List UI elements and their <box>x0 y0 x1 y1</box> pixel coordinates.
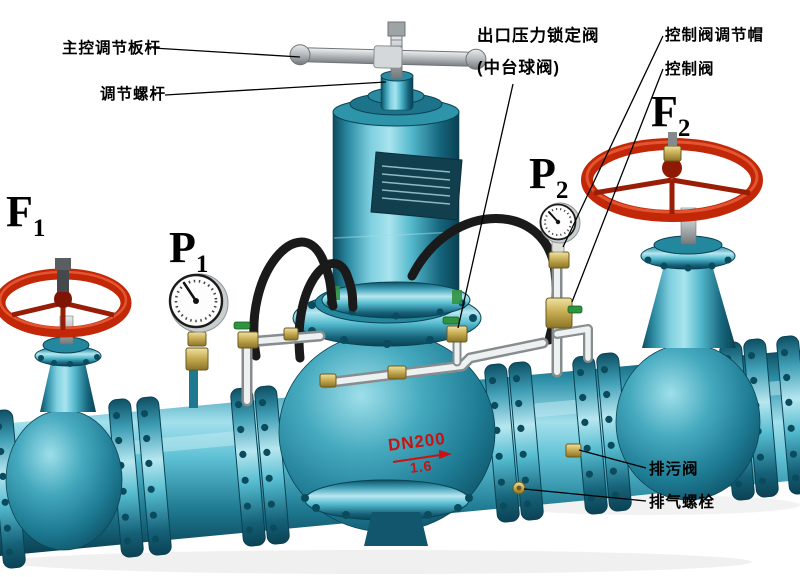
label-outlet-lock-valve: 出口压力锁定阀 <box>477 27 600 45</box>
prv-base <box>364 512 428 546</box>
leader-outlet-lock-valve <box>457 83 514 329</box>
hose-left-1 <box>249 237 338 361</box>
f1-subscript: 1 <box>32 214 46 242</box>
gate-valve-f1 <box>0 258 132 551</box>
leader-control-valve-cap <box>562 35 664 248</box>
label-control-valve: 控制阀 <box>665 61 715 78</box>
f1-letter: F <box>6 187 33 236</box>
nameplate <box>370 151 463 221</box>
hose-left-2 <box>294 259 358 363</box>
leader-main-control-rod <box>152 47 301 58</box>
leader-adjusting-screw <box>164 81 387 96</box>
marking-pressure-rating: 1.6 <box>409 457 434 476</box>
p1-subscript: 1 <box>195 250 209 278</box>
control-valve-assembly <box>545 239 583 329</box>
f2-subscript: 2 <box>677 114 691 142</box>
label-main-control-rod: 主控调节板杆 <box>62 40 162 57</box>
vent-bolt <box>512 481 526 495</box>
drain-plug <box>565 443 582 458</box>
label-adjusting-screw: 调节螺杆 <box>100 86 167 103</box>
outlet-lock-ball-valve <box>442 316 468 343</box>
handwheel-f2 <box>581 132 763 222</box>
p1-letter: P <box>169 223 196 272</box>
t-handle-bar <box>289 44 487 70</box>
handwheel-f1 <box>0 258 132 338</box>
label-drain-valve: 排污阀 <box>649 461 699 478</box>
pressure-gauge-p1 <box>168 273 229 408</box>
label-control-valve-cap: 控制阀调节帽 <box>665 27 765 44</box>
f2-letter: F <box>651 87 678 136</box>
flow-marking-arrow <box>392 450 452 463</box>
leader-lines <box>152 35 664 502</box>
p2-subscript: 2 <box>555 176 569 204</box>
leader-drain-valve <box>578 449 647 469</box>
label-air-vent-bolt: 排气螺栓 <box>649 494 716 511</box>
leader-control-valve <box>571 68 664 303</box>
gate-valve-f2 <box>581 132 763 501</box>
p2-letter: P <box>529 149 556 198</box>
leader-air-vent-bolt <box>523 488 647 502</box>
label-f1: F1 <box>6 190 45 241</box>
label-f2: F2 <box>651 90 690 141</box>
label-p1: P1 <box>169 226 208 277</box>
label-outlet-lock-valve-note: (中台球阀) <box>477 59 560 77</box>
label-p2: P2 <box>529 152 568 203</box>
